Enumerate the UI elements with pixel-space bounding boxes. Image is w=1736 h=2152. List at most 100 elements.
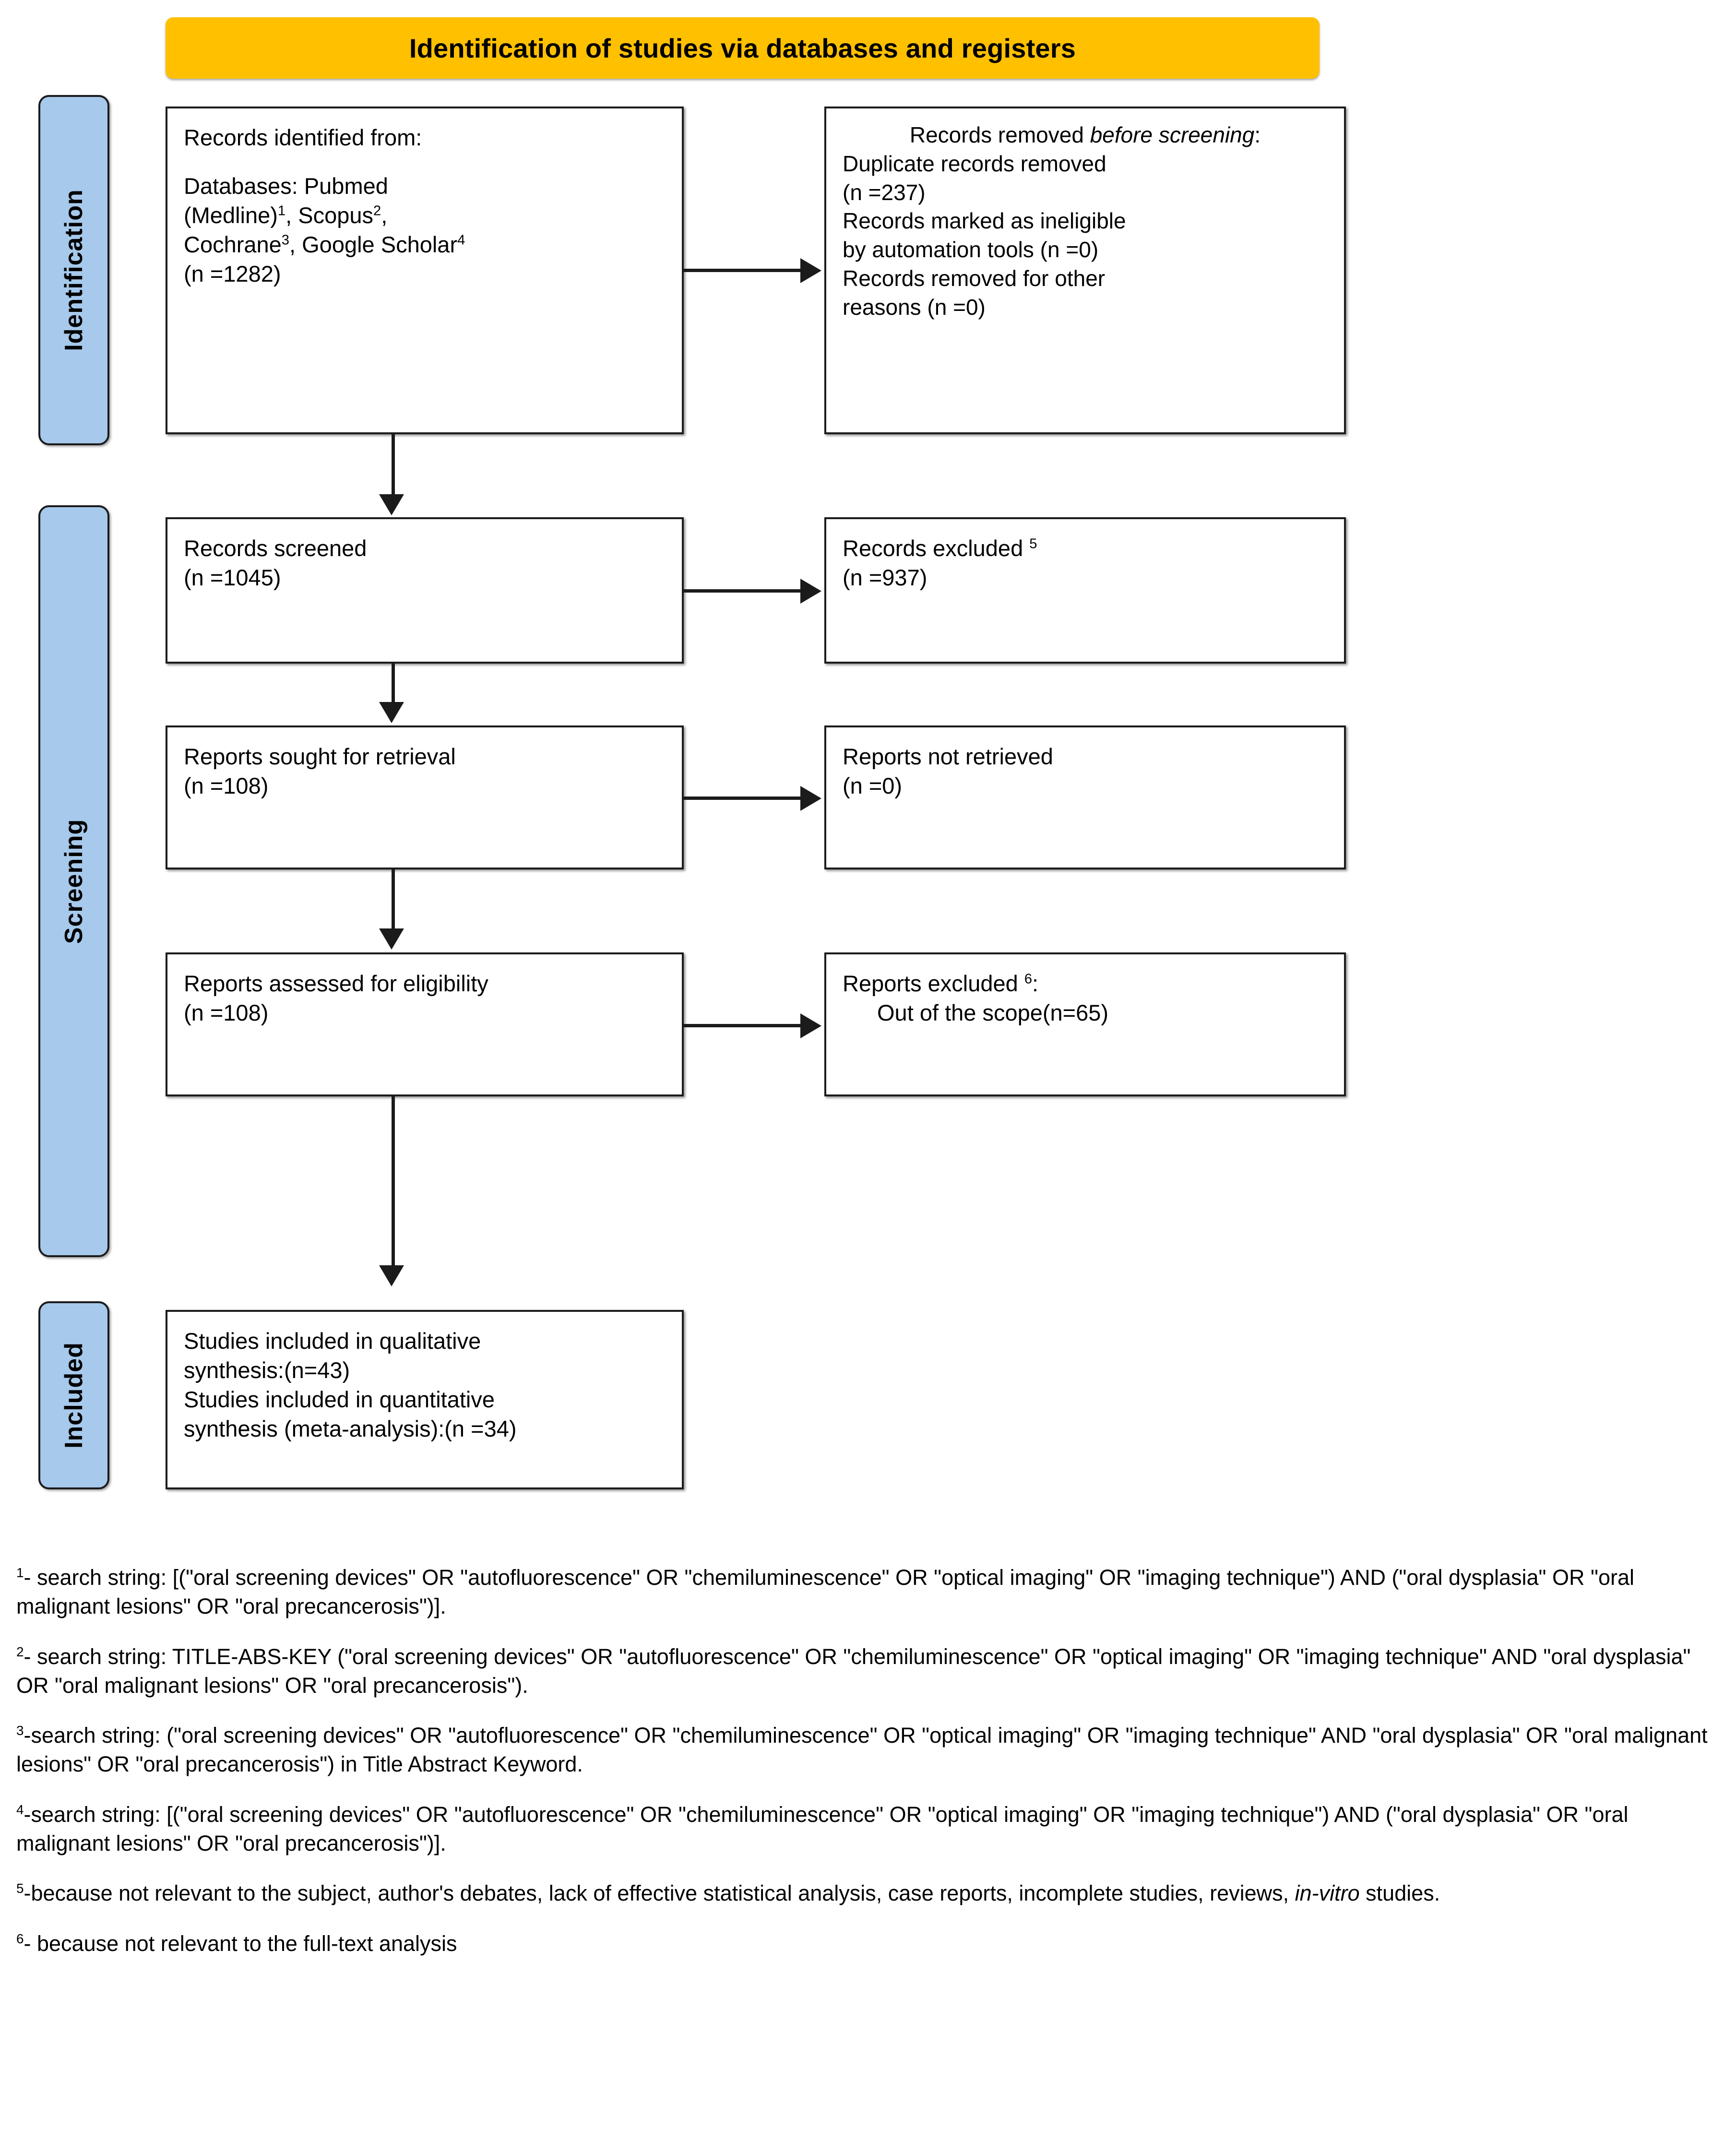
footnote-3-marker: 3	[16, 1723, 24, 1738]
reports-not-retrieved-count: (n =0)	[843, 773, 903, 799]
footnote-5-text-after: studies.	[1359, 1881, 1440, 1906]
footnote-ref-1: 1	[277, 203, 286, 219]
connector-identified-to-removed	[684, 269, 803, 272]
box-reports-excluded: Reports excluded 6: Out of the scope(n=6…	[824, 952, 1346, 1096]
reports-sought-count: (n =108)	[184, 773, 269, 799]
footnote-4: 4-search string: [("oral screening devic…	[16, 1800, 1720, 1858]
quantitative-count: synthesis (meta-analysis):(n =34)	[184, 1416, 517, 1442]
footnote-6: 6- because not relevant to the full-text…	[16, 1929, 1720, 1958]
box-records-screened: Records screened (n =1045)	[166, 517, 684, 664]
footnote-6-marker: 6	[16, 1931, 24, 1946]
databases-line-3: Cochrane3, Google Scholar4	[184, 230, 666, 259]
databases-line-1: Databases: Pubmed	[184, 173, 388, 199]
arrow-down-to-included	[379, 1265, 404, 1286]
footnote-1: 1- search string: [("oral screening devi…	[16, 1563, 1720, 1621]
connector-eligibility-to-included	[392, 1096, 395, 1267]
connector-identified-to-screened	[392, 434, 395, 497]
arrow-down-to-sought	[379, 702, 404, 723]
footnote-ref-6: 6	[1024, 971, 1033, 987]
heading-part-1: Records removed	[909, 122, 1090, 147]
records-identified-heading: Records identified from:	[184, 125, 422, 150]
reports-assessed-label: Reports assessed for eligibility	[184, 971, 488, 996]
box-reports-assessed-eligibility: Reports assessed for eligibility (n =108…	[166, 952, 684, 1096]
other-removed-label: Records removed for other	[843, 265, 1106, 291]
arrow-right-to-reports-excluded	[800, 1013, 821, 1038]
arrow-down-to-screened	[379, 494, 404, 515]
records-excluded-text: Records excluded	[843, 535, 1030, 561]
reports-excluded-colon: :	[1032, 971, 1039, 996]
heading-italic: before screening	[1090, 122, 1255, 147]
section-header-banner: Identification of studies via databases …	[166, 17, 1320, 79]
footnote-2-marker: 2	[16, 1644, 24, 1659]
scopus-label: , Scopus	[285, 202, 373, 228]
duplicate-records-count: (n =237)	[843, 179, 926, 205]
footnote-5-text-before: -because not relevant to the subject, au…	[24, 1881, 1295, 1906]
qualitative-label: Studies included in qualitative	[184, 1328, 481, 1354]
arrow-down-to-eligibility	[379, 928, 404, 950]
connector-sought-to-not-retrieved	[684, 797, 803, 800]
stage-label-identification: Identification	[60, 189, 88, 351]
footnote-3: 3-search string: ("oral screening device…	[16, 1721, 1720, 1779]
box-records-removed: Records removed before screening: Duplic…	[824, 107, 1346, 434]
box-reports-sought: Reports sought for retrieval (n =108)	[166, 725, 684, 869]
other-removed-count: reasons (n =0)	[843, 294, 986, 320]
arrow-right-to-excluded	[800, 579, 821, 604]
footnote-ref-5: 5	[1029, 536, 1037, 552]
cochrane-label: Cochrane	[184, 232, 282, 258]
connector-screened-to-excluded	[684, 589, 803, 593]
records-identified-count: (n =1282)	[184, 261, 281, 287]
footnote-2: 2- search string: TITLE-ABS-KEY ("oral s…	[16, 1642, 1720, 1700]
connector-screened-to-sought	[392, 664, 395, 704]
footnote-1-marker: 1	[16, 1565, 24, 1580]
banner-title: Identification of studies via databases …	[409, 33, 1076, 63]
spacer	[184, 152, 666, 171]
reports-sought-label: Reports sought for retrieval	[184, 744, 456, 769]
records-excluded-label: Records excluded 5	[843, 534, 1328, 563]
databases-line-2: (Medline)1, Scopus2,	[184, 201, 666, 230]
reports-not-retrieved-label: Reports not retrieved	[843, 744, 1053, 769]
ineligible-records-label: Records marked as ineligible	[843, 208, 1126, 234]
arrow-right-to-removed	[800, 258, 821, 283]
medline-label: (Medline)	[184, 202, 278, 228]
comma: ,	[381, 202, 388, 228]
reports-excluded-text: Reports excluded	[843, 971, 1024, 996]
box-reports-not-retrieved: Reports not retrieved (n =0)	[824, 725, 1346, 869]
footnote-6-text: - because not relevant to the full-text …	[24, 1931, 457, 1956]
records-excluded-count: (n =937)	[843, 565, 927, 591]
box-studies-included: Studies included in qualitative synthesi…	[166, 1310, 684, 1489]
records-removed-heading: Records removed before screening:	[843, 121, 1328, 150]
footnote-5: 5-because not relevant to the subject, a…	[16, 1879, 1720, 1908]
footnote-ref-3: 3	[281, 232, 289, 248]
footnote-ref-4: 4	[457, 232, 465, 248]
connector-eligibility-to-reports-excluded	[684, 1024, 803, 1027]
records-screened-label: Records screened	[184, 535, 367, 561]
box-records-excluded: Records excluded 5 (n =937)	[824, 517, 1346, 664]
ineligible-records-count: by automation tools (n =0)	[843, 237, 1099, 262]
stage-label-screening: Screening	[60, 819, 88, 944]
footnote-1-text: - search string: [("oral screening devic…	[16, 1565, 1635, 1619]
stage-bar-identification: Identification	[38, 95, 109, 445]
box-records-identified: Records identified from: Databases: Pubm…	[166, 107, 684, 434]
stage-bar-screening: Screening	[38, 505, 109, 1257]
records-screened-count: (n =1045)	[184, 565, 281, 591]
footnote-4-marker: 4	[16, 1802, 24, 1817]
stage-bar-included: Included	[38, 1301, 109, 1489]
quantitative-label: Studies included in quantitative	[184, 1387, 495, 1413]
footnote-5-marker: 5	[16, 1881, 24, 1896]
duplicate-records-label: Duplicate records removed	[843, 151, 1106, 176]
stage-label-included: Included	[60, 1342, 88, 1449]
out-of-scope-count: Out of the scope(n=65)	[877, 1000, 1109, 1026]
footnote-ref-2: 2	[373, 203, 381, 219]
heading-colon: :	[1254, 122, 1261, 147]
google-scholar-label: , Google Scholar	[289, 232, 458, 258]
reports-excluded-label: Reports excluded 6:	[843, 969, 1328, 998]
qualitative-count: synthesis:(n=43)	[184, 1357, 350, 1383]
footnote-2-text: - search string: TITLE-ABS-KEY ("oral sc…	[16, 1644, 1691, 1698]
arrow-right-to-not-retrieved	[800, 786, 821, 811]
footnote-4-text: -search string: [("oral screening device…	[16, 1802, 1629, 1856]
footnotes-section: 1- search string: [("oral screening devi…	[16, 1563, 1720, 1979]
footnote-5-italic: in-vitro	[1295, 1881, 1360, 1906]
connector-sought-to-eligibility	[392, 869, 395, 931]
footnote-3-text: -search string: ("oral screening devices…	[16, 1723, 1708, 1777]
reports-assessed-count: (n =108)	[184, 1000, 269, 1026]
